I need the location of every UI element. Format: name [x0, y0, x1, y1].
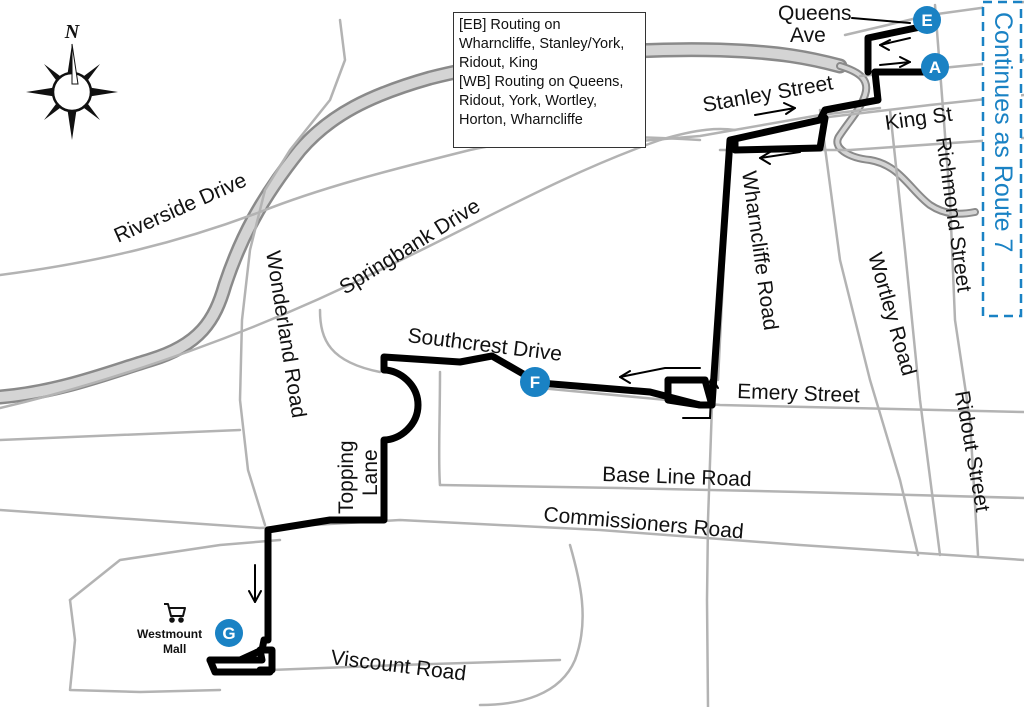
- label-ave: Ave: [790, 24, 826, 47]
- label-commissioners: Commissioners Road: [543, 503, 745, 543]
- stop-g-marker: [215, 619, 243, 647]
- compass-rose: [26, 43, 118, 140]
- info-line: Ridout, King: [459, 55, 538, 71]
- bus-route: [206, 21, 934, 676]
- continues-route-7-box: Continues as Route 7: [981, 0, 1023, 318]
- stop-f-marker: [520, 367, 550, 397]
- label-king: King St: [883, 103, 953, 135]
- direction-arrows: [248, 17, 911, 603]
- label-wharncliffe: Wharncliffe Road: [737, 169, 782, 331]
- label-westmount: Westmount: [137, 627, 202, 641]
- routing-info-box: [EB] Routing on Wharncliffe, Stanley/Yor…: [453, 12, 646, 148]
- road-springbank: [0, 127, 737, 410]
- label-springbank: Springbank Drive: [335, 194, 484, 299]
- river: [0, 42, 979, 405]
- stop-e[interactable]: E: [913, 6, 941, 34]
- compass-north-label: N: [64, 21, 81, 43]
- label-lane: Lane: [359, 449, 382, 496]
- road-emery: [538, 386, 1024, 414]
- road-stanley: [638, 106, 882, 143]
- label-emery: Emery Street: [737, 380, 860, 407]
- info-line: Horton, Wharncliffe: [459, 112, 583, 128]
- continues-route-7-label: Continues as Route 7: [989, 12, 1017, 252]
- label-topping: Topping: [335, 440, 358, 514]
- info-line: Ridout, York, Wortley,: [459, 93, 598, 109]
- label-queens: Queens: [778, 2, 852, 25]
- stop-g[interactable]: G: [215, 619, 243, 647]
- label-riverside: Riverside Drive: [111, 169, 250, 248]
- stop-g-letter: G: [222, 624, 235, 643]
- stop-a-marker: [921, 53, 949, 81]
- label-viscount: Viscount Road: [329, 646, 467, 685]
- label-wonderland: Wonderland Road: [261, 249, 310, 419]
- info-line: [WB] Routing on Queens,: [459, 74, 624, 90]
- road-wonderland: [238, 18, 347, 527]
- stop-f[interactable]: F: [520, 367, 550, 397]
- stop-e-letter: E: [921, 11, 932, 30]
- stop-a-letter: A: [929, 58, 941, 77]
- road-wortley: [818, 108, 920, 557]
- info-line: Wharncliffe, Stanley/York,: [459, 36, 625, 52]
- label-stanley: Stanley Street: [701, 71, 835, 117]
- road-riverside: [0, 135, 702, 277]
- stop-a[interactable]: A: [921, 53, 949, 81]
- label-mall: Mall: [163, 642, 186, 656]
- stop-f-letter: F: [530, 373, 540, 392]
- road-richmond: [933, 3, 980, 557]
- info-line: [EB] Routing on: [459, 17, 561, 33]
- label-base-line: Base Line Road: [602, 463, 752, 491]
- stop-e-marker: [913, 6, 941, 34]
- road-commissioners: [0, 508, 1024, 562]
- shopping-cart-icon: [164, 603, 186, 623]
